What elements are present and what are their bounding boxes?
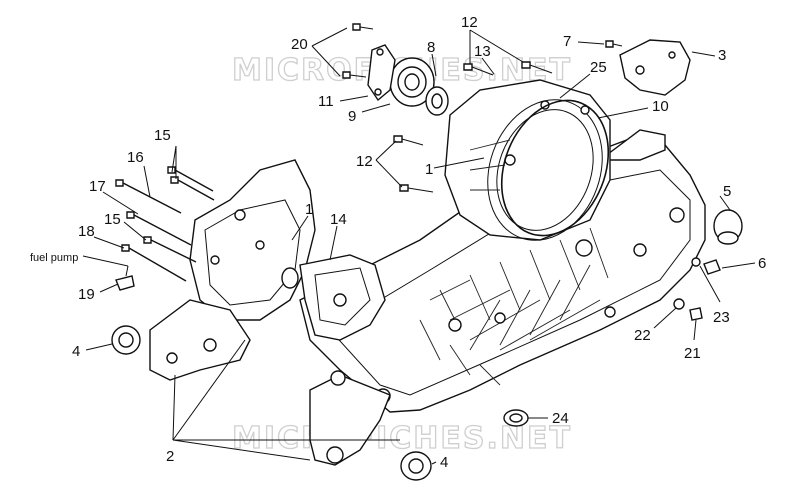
callout-23: 23	[713, 309, 730, 326]
callout-14: 14	[330, 211, 347, 228]
callout-8: 8	[427, 39, 435, 56]
watermark-bottom: MICROFICHES.NET	[232, 421, 572, 456]
callout-17: 17	[89, 178, 106, 195]
cover-plate	[619, 39, 691, 96]
callout-labels: 20 8 12 13 7 3 25 11 9 10 15 16 12 1 17 …	[30, 14, 766, 471]
oil-seal	[425, 86, 449, 116]
bushing-left	[111, 325, 141, 355]
callout-2: 2	[166, 448, 174, 465]
callout-9: 9	[348, 108, 356, 125]
bushing-bottom	[400, 451, 432, 481]
sleeve-24	[503, 409, 529, 427]
callout-3: 3	[718, 47, 726, 64]
callout-15-mid: 15	[104, 211, 121, 228]
callout-16: 16	[127, 149, 144, 166]
callout-1-right: 1	[425, 161, 433, 178]
callout-11: 11	[318, 93, 334, 110]
bolts	[115, 23, 721, 321]
bushing-right	[713, 209, 743, 245]
callout-19: 19	[78, 286, 95, 303]
callout-15-top: 15	[154, 127, 171, 144]
bearing	[389, 57, 435, 107]
callout-4-bottom: 4	[440, 454, 448, 471]
center-block	[299, 254, 386, 341]
callout-10: 10	[652, 98, 669, 115]
callout-4-left: 4	[72, 343, 80, 360]
callout-25: 25	[590, 59, 607, 76]
leader-lines	[82, 27, 756, 465]
clutch-housing	[444, 79, 611, 241]
callout-12-mid: 12	[356, 153, 373, 170]
retaining-plate	[367, 44, 396, 102]
callout-13: 13	[474, 43, 491, 60]
callout-12-top: 12	[461, 14, 478, 31]
lower-arm	[309, 370, 391, 466]
fuel-pump-label: fuel pump	[30, 252, 78, 264]
callout-6: 6	[758, 255, 766, 272]
callout-20: 20	[291, 36, 308, 53]
callout-18: 18	[78, 223, 95, 240]
gasket-ring	[500, 99, 610, 237]
callout-22: 22	[634, 327, 651, 344]
left-crankcase	[189, 159, 316, 321]
callout-5: 5	[723, 183, 731, 200]
callout-24: 24	[552, 410, 569, 427]
callout-1-left: 1	[305, 201, 313, 218]
callout-21: 21	[684, 345, 701, 362]
left-lower-bracket	[149, 299, 251, 381]
callout-7: 7	[563, 33, 571, 50]
